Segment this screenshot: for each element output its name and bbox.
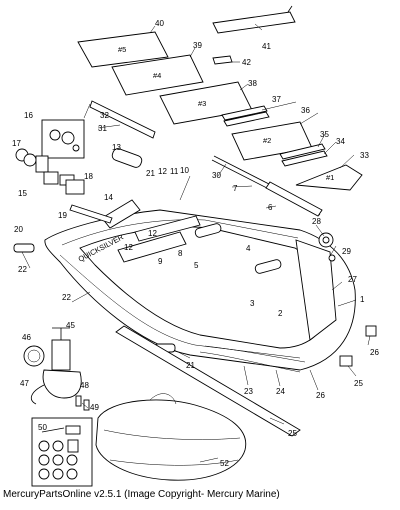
callout-47: 46 (22, 333, 31, 342)
oarlock-kit-17[interactable] (41, 119, 85, 159)
callout-21-left: 20 (14, 225, 23, 234)
callout-48: 47 (20, 379, 29, 388)
callout-39: 36 (301, 106, 310, 115)
callout-23: 22 (62, 293, 71, 302)
valve-31[interactable] (318, 232, 334, 248)
callout-22-bottom: 21 (186, 361, 195, 370)
hose-48[interactable] (30, 384, 45, 405)
callout-7: 7 (233, 184, 238, 193)
floor-board-4-label: #4 (153, 71, 161, 80)
callout-43: 40 (155, 19, 164, 28)
valve-cap-32[interactable] (328, 254, 336, 262)
floor-board-1-label: #1 (326, 173, 334, 182)
stringer-44[interactable] (212, 5, 296, 34)
callout-24: 23 (244, 387, 253, 396)
transom-board-1[interactable]: #1 (295, 164, 363, 191)
callout-17: 16 (24, 111, 33, 120)
gauge-47[interactable] (23, 345, 45, 367)
callout-40: 37 (272, 95, 281, 104)
image-caption: MercuryPartsOnline v2.5.1 (Image Copyrig… (3, 489, 280, 500)
callout-38: 35 (320, 130, 329, 139)
callout-1: 1 (360, 295, 365, 304)
repair-kit-50[interactable] (31, 417, 93, 487)
callout-36: 33 (360, 151, 369, 160)
leader-lines (21, 23, 371, 463)
drain-28[interactable] (339, 355, 353, 367)
inflatable-boat-hull[interactable]: QUICKSILVER (44, 209, 356, 373)
floor-board-2-label: #2 (263, 136, 271, 145)
callout-9: 9 (158, 257, 163, 266)
callout-13: 12 (158, 167, 167, 176)
callout-46: 45 (66, 321, 75, 330)
callout-22-left: 22 (18, 265, 27, 274)
callout-35: 32 (100, 111, 109, 120)
floor-board-5[interactable]: #5 (77, 31, 169, 68)
callout-16: 15 (18, 189, 27, 198)
handle-22-left[interactable] (13, 243, 35, 253)
callout-4: 4 (246, 244, 251, 253)
fitting-29[interactable] (365, 325, 377, 337)
callout-8: 8 (178, 249, 183, 258)
oarlock-assembly-18[interactable] (15, 148, 49, 173)
keel-strip-26[interactable] (115, 325, 301, 437)
callout-3: 3 (250, 299, 255, 308)
callout-49: 48 (80, 381, 89, 390)
floor-board-5-label: #5 (118, 45, 126, 54)
callout-numbers: 40 39 41 42 38 37 36 32 16 31 35 34 13 3… (12, 19, 379, 468)
strip-37[interactable] (281, 150, 328, 167)
callout-42: 39 (193, 41, 202, 50)
callout-14: 13 (112, 143, 121, 152)
callout-37: 34 (336, 137, 345, 146)
callout-27: 26 (316, 391, 325, 400)
callout-31: 28 (312, 217, 321, 226)
callout-30: 27 (348, 275, 357, 284)
strip-40[interactable] (221, 105, 270, 127)
stringer-34[interactable] (89, 100, 156, 139)
callout-34: 31 (98, 124, 107, 133)
callout-6: 6 (268, 203, 273, 212)
stringer-6[interactable] (265, 181, 323, 217)
callout-28: 25 (354, 379, 363, 388)
callout-20: 19 (58, 211, 67, 220)
callout-52: 52 (220, 459, 229, 468)
foot-pump-46[interactable] (42, 327, 82, 399)
callout-18: 17 (12, 139, 21, 148)
callout-11: 11 (170, 167, 179, 176)
strip-38[interactable] (279, 143, 326, 160)
callout-26: 25 (288, 429, 297, 438)
callout-32: 29 (342, 247, 351, 256)
handle-20[interactable] (69, 204, 113, 224)
callout-12-upper: 12 (148, 229, 157, 238)
callout-29: 26 (370, 348, 379, 357)
callout-10: 10 (180, 166, 189, 175)
adapter-49[interactable] (75, 395, 90, 411)
callout-2: 2 (278, 309, 283, 318)
callout-5: 5 (194, 261, 199, 270)
callout-15: 14 (104, 193, 113, 202)
grab-handle-14[interactable] (111, 147, 143, 169)
callout-44: 41 (262, 42, 271, 51)
callout-51: 50 (38, 423, 47, 432)
oar-15[interactable] (101, 199, 141, 229)
floor-board-3-label: #3 (198, 99, 206, 108)
callout-25: 24 (276, 387, 285, 396)
callout-21-top: 21 (146, 169, 155, 178)
callout-33: 30 (212, 171, 221, 180)
callout-19: 18 (84, 172, 93, 181)
plate-45[interactable] (212, 55, 233, 65)
callout-12-lower: 12 (124, 243, 133, 252)
callout-50: 49 (90, 403, 99, 412)
floor-board-4[interactable]: #4 (111, 54, 204, 96)
handle-19[interactable] (65, 179, 85, 195)
callout-45: 42 (242, 58, 251, 67)
callout-41: 38 (248, 79, 257, 88)
